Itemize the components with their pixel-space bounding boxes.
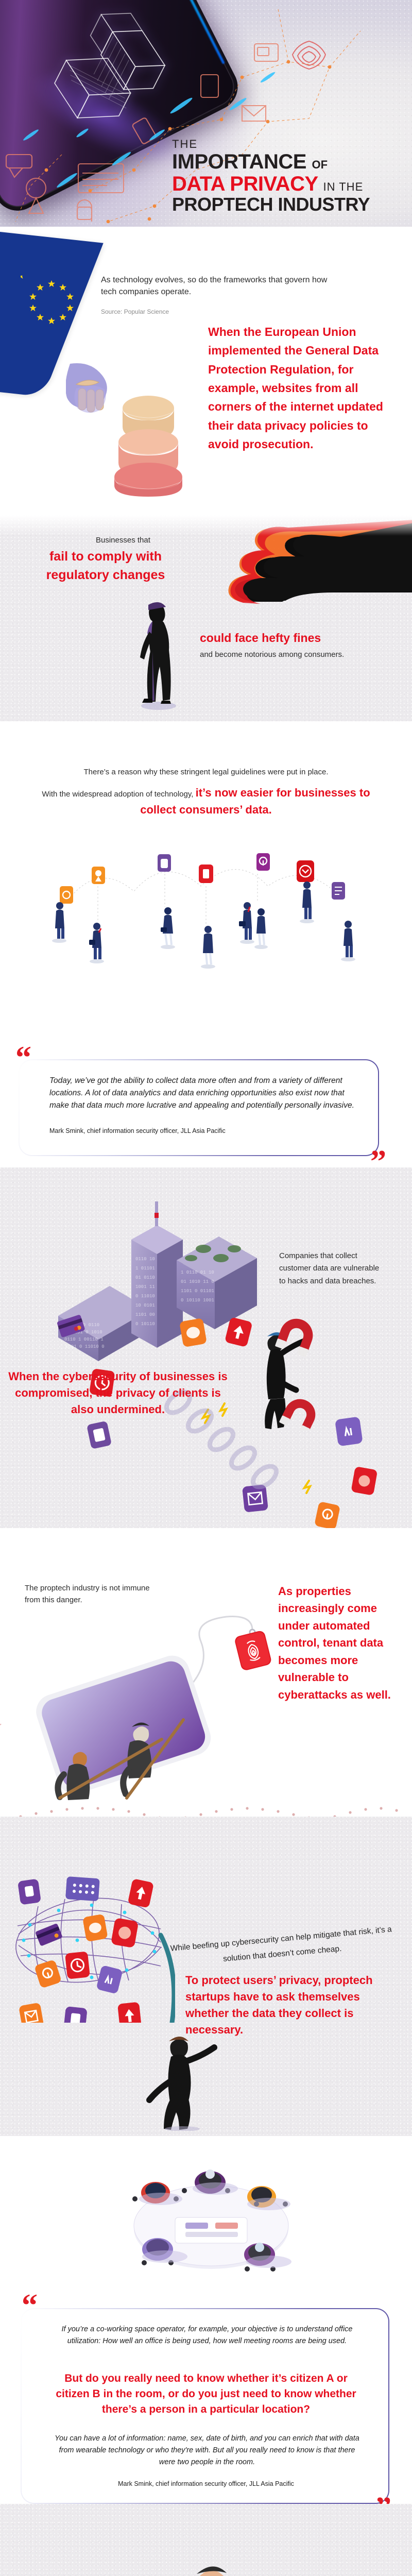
page-title: THE IMPORTANCE OF DATA PRIVACY IN THE PR… xyxy=(172,138,405,214)
quote-card-1: “ Today, we’ve got the ability to collec… xyxy=(15,1042,386,1178)
svg-text:0 10110: 0 10110 xyxy=(135,1321,155,1327)
svg-text:0 10110 1001: 0 10110 1001 xyxy=(181,1298,214,1303)
coworking-meeting-illustration xyxy=(132,2170,291,2272)
trust-section: Being able to avoid fines isn’t the only… xyxy=(0,2504,412,2576)
svg-text:1001 0 11010 0: 1001 0 11010 0 xyxy=(65,1344,105,1349)
mitigate-section: While beefing up cybersecurity can help … xyxy=(0,1817,412,2136)
svg-text:10 0101: 10 0101 xyxy=(135,1303,155,1308)
proptech-lead-text: The proptech industry is not immune from… xyxy=(25,1584,150,1604)
svg-text:0 11010: 0 11010 xyxy=(135,1294,155,1299)
gdpr-highlight-text: When the European Union implemented the … xyxy=(208,325,383,451)
svg-text:1101 0 01101: 1101 0 01101 xyxy=(181,1289,214,1294)
svg-text:01 0110: 01 0110 xyxy=(135,1275,155,1280)
dot-halftone-arcs xyxy=(0,1724,398,1817)
running-man-illustration xyxy=(146,2037,217,2131)
standing-man-illustration xyxy=(140,602,176,710)
cyber-headline: When the cybersecurity of businesses is … xyxy=(8,1370,228,1416)
quote-1-author: Mark Smink, chief information security o… xyxy=(49,1127,226,1134)
cyber-side-text: Companies that collect customer data are… xyxy=(279,1251,380,1285)
title-line-proptech-industry: PROPTECH INDUSTRY xyxy=(172,193,370,215)
quote-1-text: Today, we’ve got the ability to collect … xyxy=(49,1076,354,1110)
wireframe-house-icon xyxy=(22,0,202,162)
svg-text:1 01101: 1 01101 xyxy=(135,1266,155,1271)
fail-headline: fail to comply with regulatory changes xyxy=(46,549,165,583)
privacy-icon-network xyxy=(5,9,361,224)
proptech-headline: As properties increasingly come under au… xyxy=(278,1585,391,1701)
title-line-data-privacy: DATA PRIVACY IN THE xyxy=(172,172,364,195)
section-fade xyxy=(0,515,412,536)
quote-2-author: Mark Smink, chief information security o… xyxy=(118,2480,294,2487)
protect-headline: To protect users’ privacy, proptech star… xyxy=(185,1974,373,2036)
gavel-illustration xyxy=(114,396,182,497)
svg-text:0110 10: 0110 10 xyxy=(135,1257,155,1262)
chain-link-illustration xyxy=(164,1389,279,1489)
hero-section: THE IMPORTANCE OF DATA PRIVACY IN THE PR… xyxy=(0,0,412,227)
svg-text:0110 1 00110 1: 0110 1 00110 1 xyxy=(64,1337,104,1342)
collect-data-section: There’s a reason why these stringent leg… xyxy=(0,721,412,1082)
title-line-importance: IMPORTANCE OF xyxy=(172,150,328,174)
people-data-network-illustration xyxy=(52,853,355,969)
quote-2-text-b: You can have a lot of information: name,… xyxy=(55,2434,359,2467)
collect-line-2-plain: With the widespread adoption of technolo… xyxy=(42,790,194,799)
quote-2-text-a: If you’re a co-working space operator, f… xyxy=(61,2325,353,2345)
svg-text:1001 11: 1001 11 xyxy=(135,1284,155,1290)
fines-headline: could face hefty fines xyxy=(200,631,321,645)
svg-text:1 0110 01 10: 1 0110 01 10 xyxy=(181,1270,214,1275)
gdpr-source: Source: Popular Science xyxy=(101,308,169,315)
gdpr-lead-text: As technology evolves, so do the framewo… xyxy=(101,276,328,297)
quote-open-icon: “ xyxy=(15,1040,31,1075)
fail-lead-text: Businesses that xyxy=(96,536,150,545)
magnet-man-illustration xyxy=(265,1318,316,1430)
fail-to-comply-section: Businesses that fail to comply with regu… xyxy=(0,515,412,721)
svg-text:1 01101 0 1010: 1 01101 0 1010 xyxy=(63,1330,102,1335)
collect-line-2-highlight: it’s now easier for businesses to collec… xyxy=(140,786,370,816)
proptech-danger-section: The proptech industry is not immune from… xyxy=(0,1528,412,1817)
collect-line-1: There’s a reason why these stringent leg… xyxy=(83,768,329,776)
collect-line-2: With the widespread adoption of technolo… xyxy=(31,784,381,818)
svg-text:1101 00: 1101 00 xyxy=(135,1312,155,1317)
quote-card-2: “ If you’re a co-working space operator,… xyxy=(21,2290,391,2524)
mitigate-text: While beefing up cybersecurity can help … xyxy=(170,1925,392,1963)
svg-text:01 1010 11 0: 01 1010 11 0 xyxy=(181,1279,214,1284)
butterfly-net-illustration xyxy=(15,1876,175,2023)
judge-hand-icon xyxy=(66,363,107,413)
eu-stars-icon xyxy=(21,276,74,324)
quote-2-highlight: But do you really need to know whether i… xyxy=(56,2372,356,2415)
gdpr-section: As technology evolves, so do the framewo… xyxy=(0,227,412,515)
quote-open-icon: “ xyxy=(22,2288,38,2323)
team-handshake-illustration xyxy=(197,2566,227,2576)
title-line-the: THE xyxy=(172,138,198,150)
phishing-hook-illustration xyxy=(182,1616,271,1694)
tablet-rowing-illustration xyxy=(36,1655,211,1800)
fines-subtext: and become notorious among consumers. xyxy=(200,650,345,659)
floating-app-icons xyxy=(57,1315,377,1528)
